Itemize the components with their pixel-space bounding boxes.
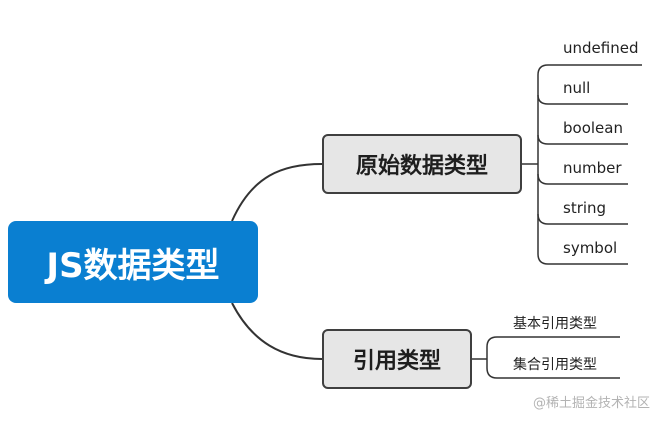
leaf-underline-string xyxy=(537,213,628,225)
leaf-basic-reference: 基本引用类型 xyxy=(513,316,597,332)
leaf-number: number xyxy=(563,159,622,177)
root-node: JS数据类型 xyxy=(8,221,258,303)
connector-root-reference xyxy=(231,302,323,360)
branch-reference-types: 引用类型 xyxy=(322,329,472,389)
leaf-underline-number xyxy=(537,173,628,185)
branch-label: 原始数据类型 xyxy=(355,154,488,179)
leaf-underline-null xyxy=(537,94,628,105)
branch-primitive-types: 原始数据类型 xyxy=(322,134,522,194)
connector-root-primitive xyxy=(231,163,323,222)
root-label: JS数据类型 xyxy=(46,245,220,286)
leaf-underline-boolean xyxy=(537,134,628,145)
leaf-null: null xyxy=(563,79,591,97)
connector-primitive-bracket xyxy=(537,64,549,265)
leaf-boolean: boolean xyxy=(563,119,623,137)
watermark: @稀土掘金技术社区 xyxy=(533,396,651,411)
leaf-string: string xyxy=(563,199,607,217)
leaf-collection-reference: 集合引用类型 xyxy=(513,357,597,373)
leaf-undefined: undefined xyxy=(563,39,639,57)
connector-reference-bracket xyxy=(486,336,498,379)
branch-label: 引用类型 xyxy=(352,349,441,374)
leaf-symbol: symbol xyxy=(563,239,618,257)
